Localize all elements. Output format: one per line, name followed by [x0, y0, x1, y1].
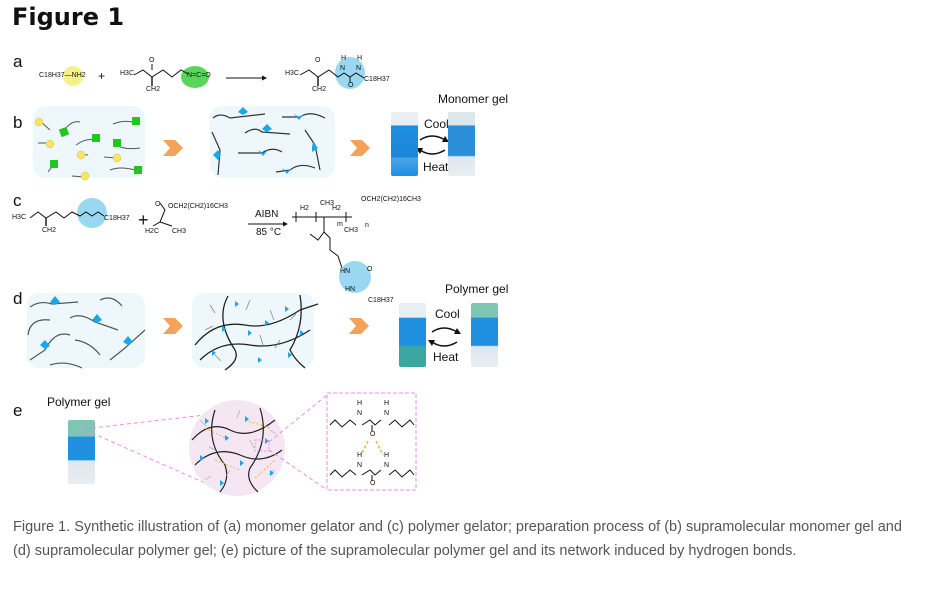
chem-label: N [357, 462, 363, 469]
chem-label: CH3 [172, 228, 187, 235]
chem-label: H [357, 55, 363, 62]
chem-label: O [155, 201, 161, 208]
hydrogen-bond [360, 440, 369, 456]
cool-label-d: Cool [435, 307, 460, 321]
cool-arrow [431, 327, 458, 333]
panel-label-e: e [13, 401, 23, 420]
panel-label-a: a [13, 52, 23, 71]
urea-highlight-polymer [339, 261, 371, 293]
chem-label: C18H37 [364, 76, 390, 83]
chem-label: O [367, 266, 373, 273]
chem-label: O [315, 57, 321, 64]
polymer-sol-vial [399, 303, 426, 367]
process-arrow [350, 140, 370, 156]
chem-label: CH2 [312, 86, 327, 93]
zoom-region-marker [81, 424, 93, 435]
chem-label: O [348, 82, 354, 89]
plus-sign-c: + [138, 210, 149, 230]
amine-bead [34, 117, 44, 127]
chem-label: N [357, 410, 363, 417]
chem-label: N [340, 65, 346, 72]
network-circle [189, 400, 285, 496]
polymer-gel-label-d: Polymer gel [445, 282, 509, 296]
cool-label-b: Cool [424, 117, 449, 131]
process-arrow [349, 318, 369, 334]
chem-label: H [384, 400, 390, 407]
chem-label: O [370, 431, 376, 438]
polymer-gel-label-e: Polymer gel [47, 395, 111, 409]
reagent-label: AIBN [255, 209, 279, 220]
panel-label-d: d [13, 289, 23, 308]
polymer-gel-vial [471, 303, 498, 367]
chem-label: OCH2(CH2)16CH3 [361, 196, 421, 203]
process-arrow [163, 140, 183, 156]
hydrogen-bond [204, 427, 231, 441]
amine-highlight [63, 66, 83, 86]
chem-label: HN [345, 286, 356, 293]
methacrylate-skeleton [133, 69, 189, 78]
plus-sign-a: + [98, 69, 106, 83]
chem-label: N [384, 410, 390, 417]
panel-label-b: b [13, 113, 23, 132]
chem-label: O [370, 480, 376, 487]
chem-label: HN [340, 268, 351, 275]
chem-label: H3C [285, 70, 300, 77]
urea-highlight-c [77, 198, 107, 228]
heat-label-b: Heat [423, 160, 449, 174]
chem-label: m [337, 221, 343, 228]
figure-title: Figure 1 [12, 3, 125, 31]
monomer-sol-vial [391, 112, 418, 176]
process-arrow [163, 318, 183, 334]
chem-label: n [365, 222, 369, 229]
chem-label: H [357, 452, 363, 459]
urea-chevron [238, 107, 248, 115]
chem-label: C18H37 [368, 297, 394, 304]
heat-arrow [419, 149, 446, 155]
isocyanate-group: N=C=O [187, 72, 211, 79]
chem-label: N [384, 462, 390, 469]
chem-label: H [341, 55, 347, 62]
product-skeleton [299, 69, 365, 79]
chem-label: H2C [145, 228, 160, 235]
isocyanate-highlight [181, 66, 209, 88]
chem-label: H3C [12, 214, 27, 221]
chem-label: CH3 [344, 227, 359, 234]
reactant-amine: C18H37—NH2 [39, 72, 86, 79]
figure-caption: Figure 1. Synthetic illustration of (a) … [13, 519, 902, 559]
chem-label: H [384, 452, 390, 459]
urea-chevron [50, 296, 60, 305]
chem-label: CH2 [146, 86, 161, 93]
chem-label: N [356, 65, 362, 72]
isocyanate-cube [58, 126, 70, 138]
chem-label: H3C [120, 70, 135, 77]
urea-highlight [335, 57, 365, 89]
cool-arrow [419, 135, 446, 141]
chem-label: H2 [332, 205, 341, 212]
monomer-gel-label: Monomer gel [438, 92, 509, 106]
chem-label: CH3 [320, 200, 335, 207]
panel-label-c: c [13, 191, 22, 210]
polymer-solution-box [27, 293, 145, 368]
hbond-detail-box [326, 392, 417, 491]
heat-label-d: Heat [433, 350, 459, 364]
temperature-label: 85 °C [256, 227, 282, 238]
chem-label: C18H37 [104, 215, 130, 222]
chem-label: CH2 [42, 227, 57, 234]
chem-label: H [357, 400, 363, 407]
comonomer-ester: OCH2(CH2)16CH3 [168, 203, 228, 210]
monomer-gel-vial [448, 112, 475, 176]
chem-label: H2 [300, 205, 309, 212]
chem-label: O [149, 57, 155, 64]
heat-arrow [431, 341, 458, 347]
